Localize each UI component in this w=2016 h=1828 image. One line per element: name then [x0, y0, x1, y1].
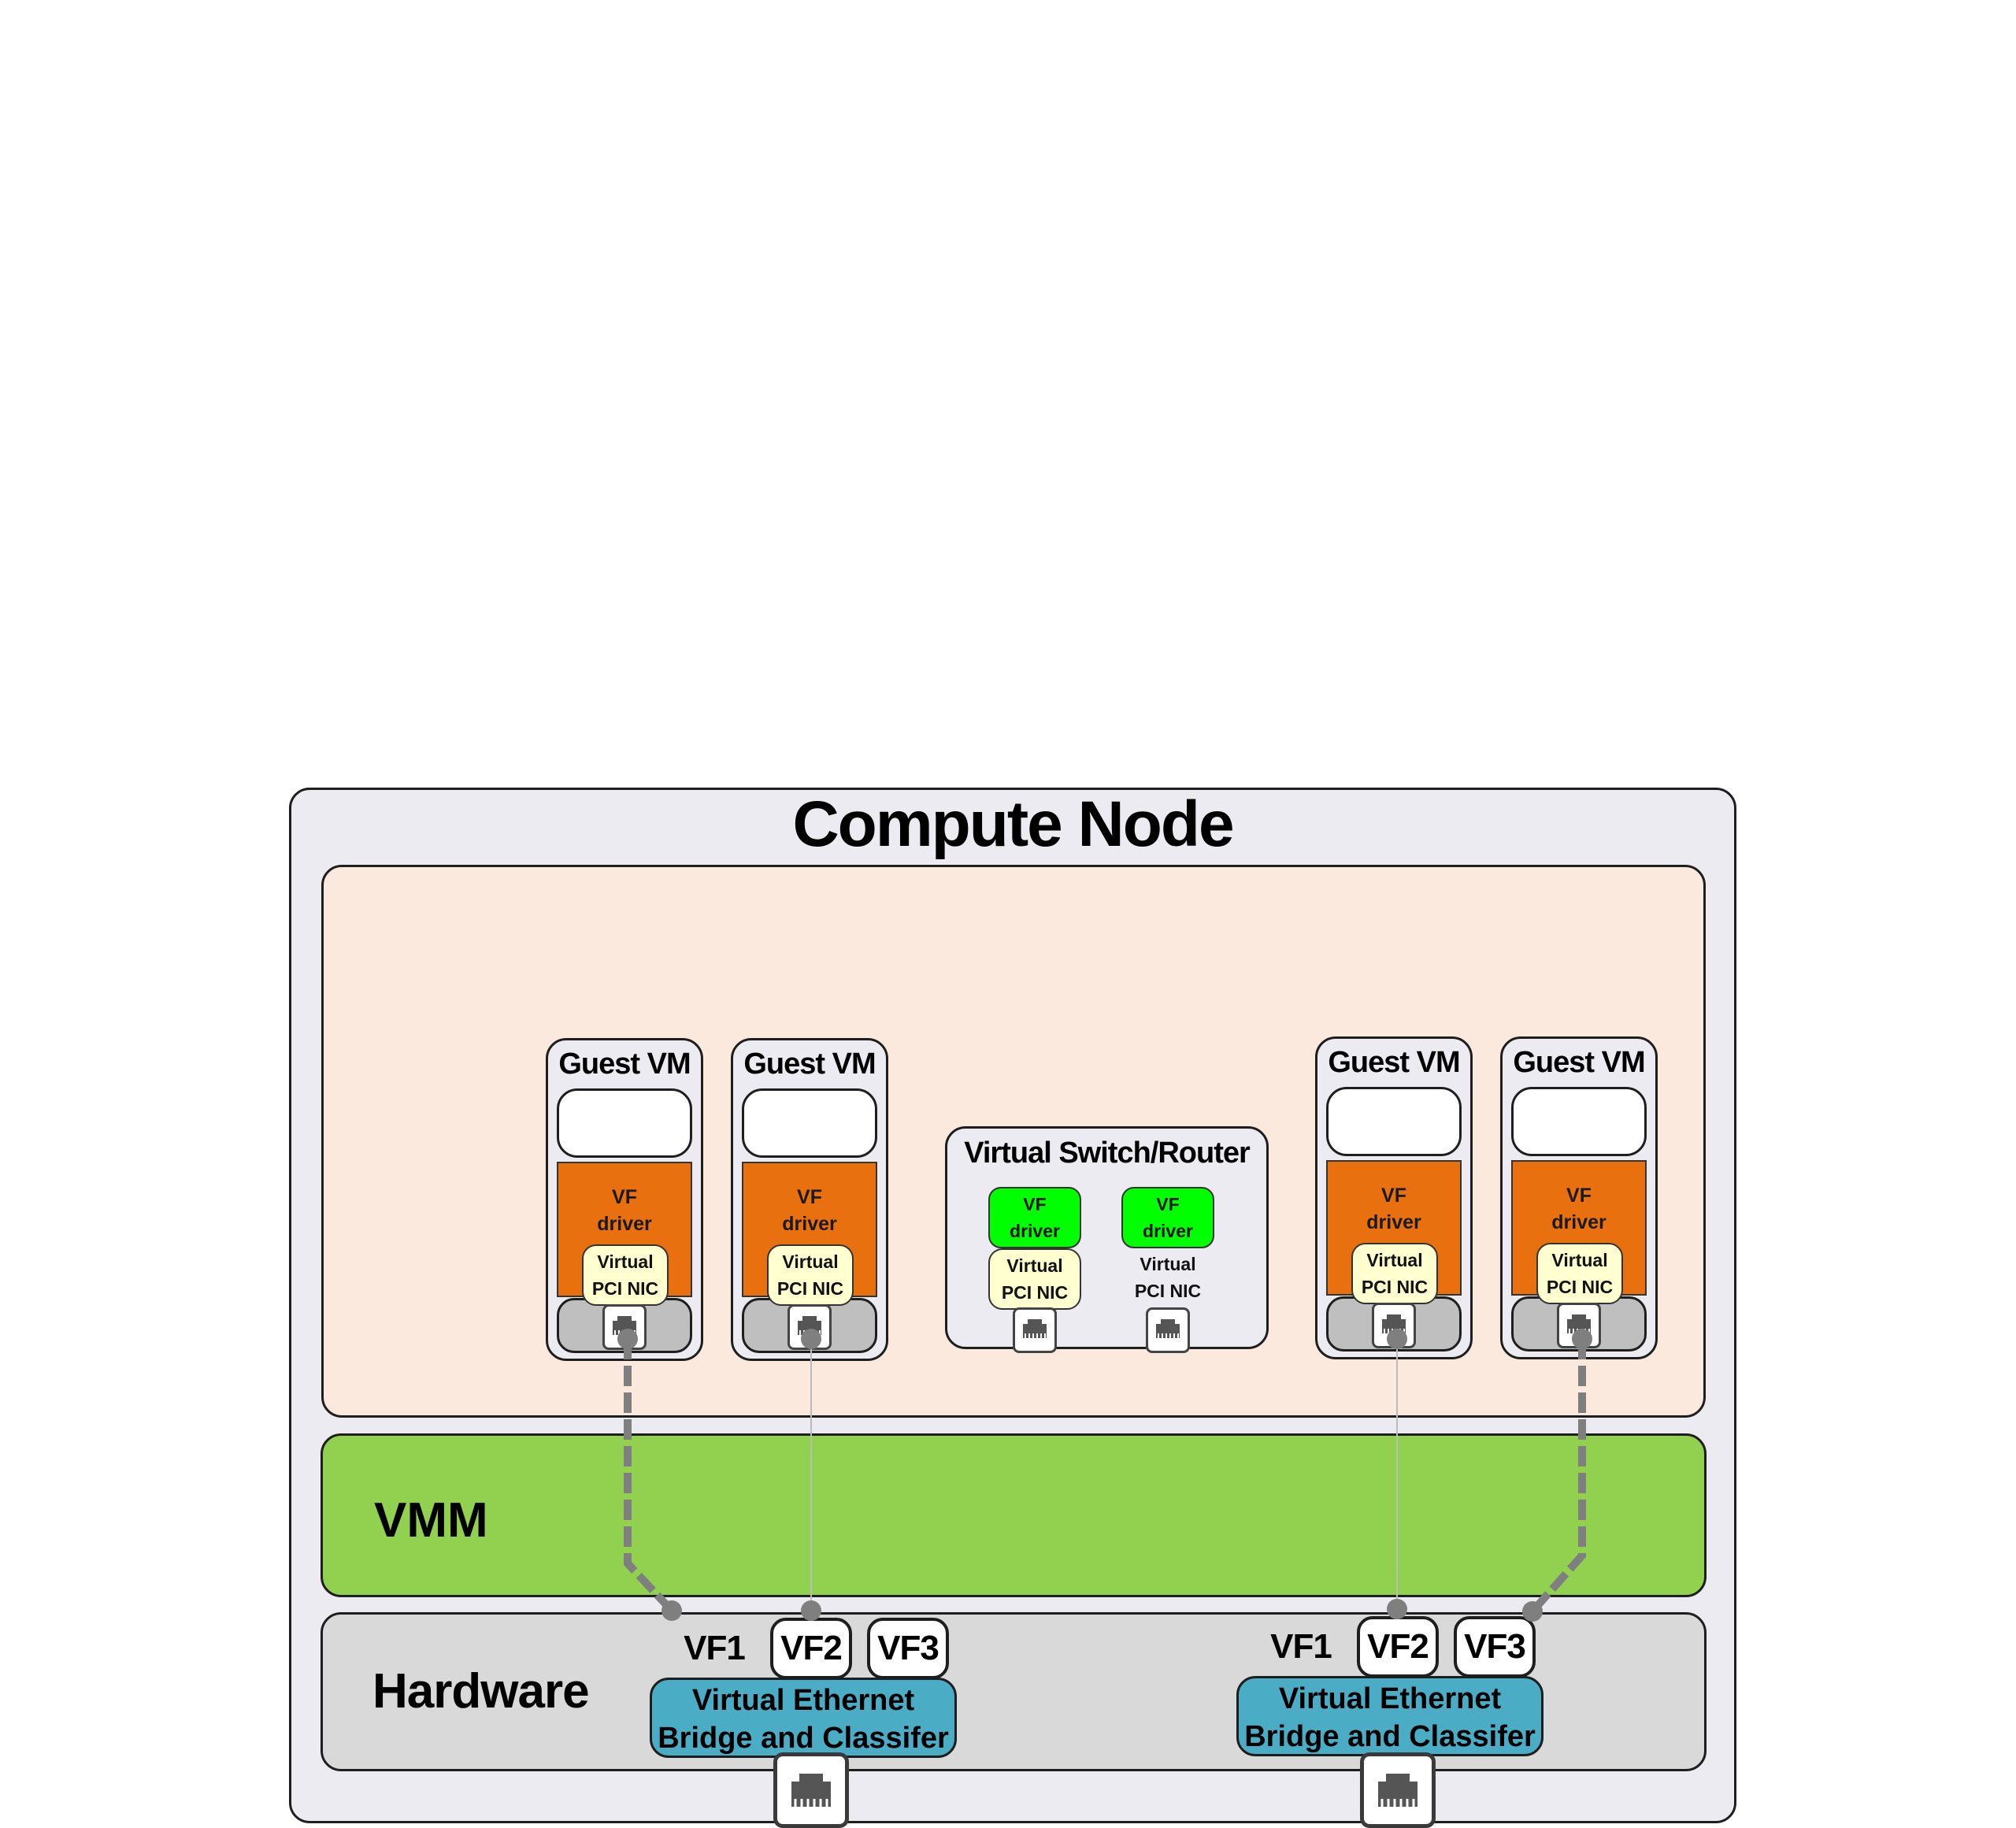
guest-app-box	[1511, 1087, 1647, 1156]
link-endpoint	[801, 1329, 821, 1349]
vf-driver-label-line1: VF	[612, 1186, 637, 1208]
bridge-label-line2: Bridge and Classifer	[658, 1722, 949, 1755]
virtual-pci-nic-line1: Virtual	[782, 1251, 839, 1272]
virtual-pci-nic-line1: Virtual	[597, 1251, 654, 1272]
guest-vm-title: Guest VM	[1513, 1046, 1645, 1079]
switch-virtual-pci-nic-line2: PCI NIC	[1134, 1281, 1202, 1301]
link-endpoint	[1572, 1329, 1592, 1349]
compute-node-title: Compute Node	[792, 788, 1234, 860]
link-vm4-vf3	[1529, 1339, 1586, 1615]
virtual-pci-nic-line1: Virtual	[1366, 1250, 1423, 1270]
guest-app-box	[742, 1088, 877, 1158]
switch-virtual-pci-nic-line2: PCI NIC	[1001, 1282, 1069, 1303]
switch-vf-driver-line2: driver	[1143, 1221, 1193, 1241]
guest-vm-title: Guest VM	[558, 1047, 691, 1081]
bridge-label-line2: Bridge and Classifer	[1244, 1720, 1536, 1753]
virtual-pci-nic-line2: PCI NIC	[776, 1278, 844, 1299]
virtual-pci-nic-line1: Virtual	[1551, 1250, 1608, 1270]
virtual-pci-nic-line2: PCI NIC	[1361, 1277, 1429, 1297]
vf-driver-label-line2: driver	[1366, 1211, 1421, 1233]
virtual-pci-nic-line2: PCI NIC	[1546, 1277, 1614, 1297]
hardware-label: Hardware	[372, 1664, 590, 1719]
vf-driver-label-line2: driver	[782, 1213, 837, 1235]
vf1-label: VF1	[684, 1629, 746, 1667]
switch-vf-driver: VF driver	[988, 1187, 1081, 1248]
vf-driver-label-line2: driver	[597, 1213, 652, 1235]
vf-driver-label-line1: VF	[1566, 1185, 1592, 1207]
switch-vf-driver-line1: VF	[1156, 1194, 1180, 1214]
link-vm1-vf1	[624, 1339, 675, 1614]
vmm-layer	[321, 1433, 1707, 1597]
ethernet-port-icon	[1360, 1752, 1436, 1828]
link-endpoint	[801, 1600, 821, 1621]
switch-vf-driver-line1: VF	[1023, 1194, 1047, 1214]
guest-app-box	[557, 1088, 692, 1158]
guest-vm-title: Guest VM	[1328, 1046, 1460, 1079]
virtual-pci-nic-line2: PCI NIC	[591, 1278, 659, 1299]
ethernet-port-icon	[773, 1752, 849, 1828]
ethernet-port-icon	[1013, 1307, 1057, 1353]
vf1-label: VF1	[1270, 1627, 1332, 1666]
guest-app-box	[1326, 1087, 1462, 1156]
link-endpoint	[662, 1600, 682, 1621]
virtual-switch-title: Virtual Switch/Router	[964, 1136, 1251, 1170]
vf-driver-label-line1: VF	[797, 1186, 822, 1208]
vmm-label: VMM	[374, 1493, 488, 1548]
ethernet-port-icon	[1146, 1307, 1190, 1353]
switch-vf-driver: VF driver	[1121, 1187, 1214, 1248]
switch-virtual-pci-nic-line1: Virtual	[1006, 1255, 1063, 1276]
bridge-label-line1: Virtual Ethernet	[1278, 1682, 1502, 1715]
vf-driver-label-line2: driver	[1551, 1211, 1606, 1233]
vf-driver-label-line1: VF	[1381, 1185, 1406, 1207]
switch-virtual-pci-nic-line1: Virtual	[1140, 1254, 1196, 1274]
link-endpoint	[617, 1329, 638, 1349]
vf3-box: VF3	[867, 1618, 949, 1679]
guest-vm-title: Guest VM	[743, 1047, 876, 1081]
link-endpoint	[1522, 1601, 1543, 1622]
switch-vf-driver-line2: driver	[1010, 1221, 1060, 1241]
bridge-label-line1: Virtual Ethernet	[691, 1684, 915, 1717]
vf3-box: VF3	[1454, 1616, 1536, 1678]
link-endpoint	[1387, 1329, 1407, 1349]
link-endpoint	[1387, 1599, 1407, 1619]
